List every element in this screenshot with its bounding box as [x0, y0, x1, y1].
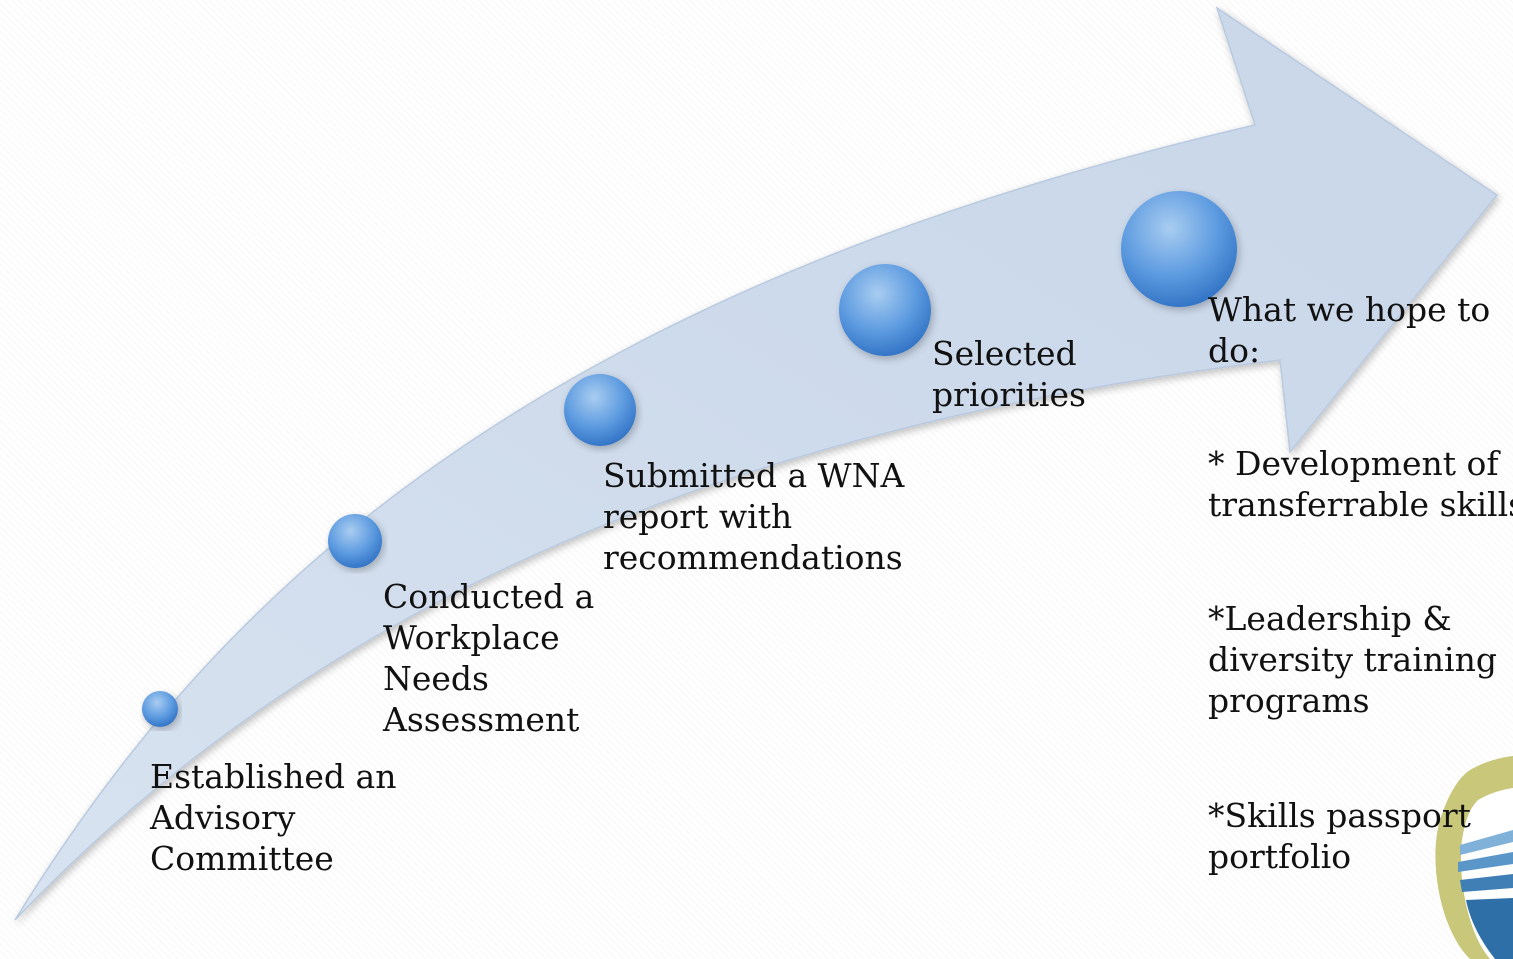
- step-3-line-1: Submitted a WNA: [603, 456, 905, 495]
- step-4-label: Selected priorities: [932, 333, 1086, 415]
- step-4-marker: [839, 264, 931, 356]
- step-5-label: What we hope to do:: [1208, 289, 1490, 371]
- step-4-line-1: Selected: [932, 334, 1077, 373]
- goal-3-text: *Skills passport portfolio: [1208, 795, 1471, 877]
- step-3-marker: [564, 374, 636, 446]
- step-5-line-2: do:: [1208, 331, 1261, 370]
- organization-logo-icon: [1435, 756, 1513, 959]
- goal-1-line-1: * Development of: [1208, 444, 1499, 483]
- step-1-line-1: Established an: [150, 757, 397, 796]
- step-2-line-4: Assessment: [383, 700, 580, 739]
- step-2-line-1: Conducted a: [383, 577, 595, 616]
- step-2-label: Conducted a Workplace Needs Assessment: [383, 576, 594, 740]
- step-5-line-1: What we hope to: [1208, 290, 1491, 329]
- step-1-line-3: Committee: [150, 839, 334, 878]
- goal-1-text: * Development of transferrable skills: [1208, 443, 1513, 525]
- step-2-line-2: Workplace: [383, 618, 560, 657]
- step-1-marker: [142, 691, 178, 727]
- goal-3-line-2: portfolio: [1208, 837, 1352, 876]
- goal-3-line-1: *Skills passport: [1208, 796, 1471, 835]
- step-3-line-3: recommendations: [603, 538, 903, 577]
- goal-2-line-3: programs: [1208, 681, 1370, 720]
- goal-1-line-2: transferrable skills: [1208, 485, 1513, 524]
- goal-2-line-1: *Leadership &: [1208, 599, 1452, 638]
- step-5-marker: [1121, 191, 1237, 307]
- step-2-marker: [328, 514, 382, 568]
- step-2-line-3: Needs: [383, 659, 489, 698]
- step-3-line-2: report with: [603, 497, 793, 536]
- goal-2-line-2: diversity training: [1208, 640, 1497, 679]
- step-1-line-2: Advisory: [150, 798, 296, 837]
- step-1-label: Established an Advisory Committee: [150, 756, 396, 879]
- step-3-label: Submitted a WNA report with recommendati…: [603, 455, 904, 578]
- goal-2-text: *Leadership & diversity training program…: [1208, 598, 1497, 721]
- step-4-line-2: priorities: [932, 375, 1086, 414]
